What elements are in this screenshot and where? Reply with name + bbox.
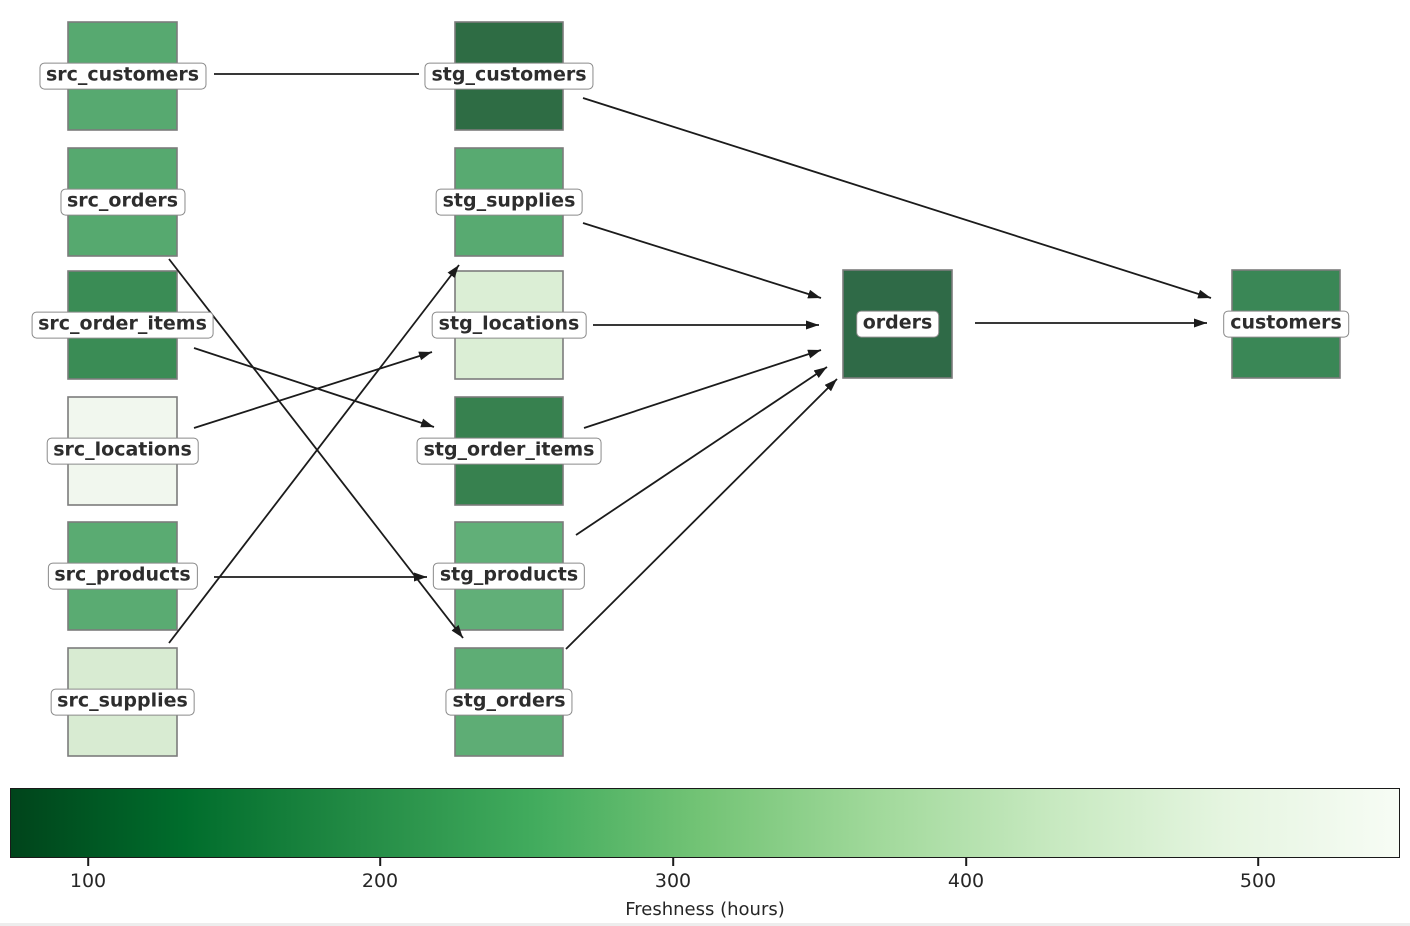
node-label-src_customers: src_customers	[38, 62, 207, 90]
node-label-src_order_items: src_order_items	[31, 311, 214, 339]
edge-stg_customers-to-customers	[582, 97, 1212, 299]
colorbar-tick-mark-500	[1257, 858, 1259, 866]
node-label-stg_customers: stg_customers	[424, 62, 594, 90]
node-label-orders: orders	[855, 310, 940, 338]
edges-layer	[168, 73, 1212, 650]
edge-src_locations-to-stg_locations	[193, 351, 433, 429]
edge-stg_products-to-orders	[575, 366, 828, 536]
node-label-stg_products: stg_products	[432, 562, 586, 590]
colorbar-tick-label-500: 500	[1239, 870, 1277, 892]
node-label-src_orders: src_orders	[59, 188, 186, 216]
node-label-src_locations: src_locations	[46, 437, 199, 465]
colorbar-tick-mark-200	[379, 858, 381, 866]
figure-bottom-edge	[0, 923, 1410, 926]
colorbar-tick-label-400: 400	[947, 870, 985, 892]
node-label-stg_order_items: stg_order_items	[416, 437, 602, 465]
colorbar-gradient	[10, 788, 1400, 858]
colorbar-tick-label-200: 200	[361, 870, 399, 892]
edge-stg_supplies-to-orders	[582, 222, 822, 299]
node-label-customers: customers	[1223, 310, 1349, 338]
node-label-src_supplies: src_supplies	[50, 688, 195, 716]
edge-src_order_items-to-stg_order_items	[193, 347, 435, 428]
colorbar-tick-mark-300	[672, 858, 674, 866]
colorbar-tick-label-100: 100	[69, 870, 107, 892]
colorbar-axis-label: Freshness (hours)	[625, 899, 785, 920]
node-label-src_products: src_products	[47, 562, 198, 590]
node-label-stg_orders: stg_orders	[445, 688, 573, 716]
colorbar-tick-label-300: 300	[654, 870, 692, 892]
node-label-stg_locations: stg_locations	[431, 311, 587, 339]
node-label-stg_supplies: stg_supplies	[435, 188, 583, 216]
edge-stg_orders-to-orders	[565, 378, 838, 650]
colorbar-tick-mark-400	[965, 858, 967, 866]
edge-stg_order_items-to-orders	[583, 349, 822, 429]
edge-src_supplies-to-stg_supplies	[168, 264, 460, 644]
colorbar-tick-mark-100	[87, 858, 89, 866]
